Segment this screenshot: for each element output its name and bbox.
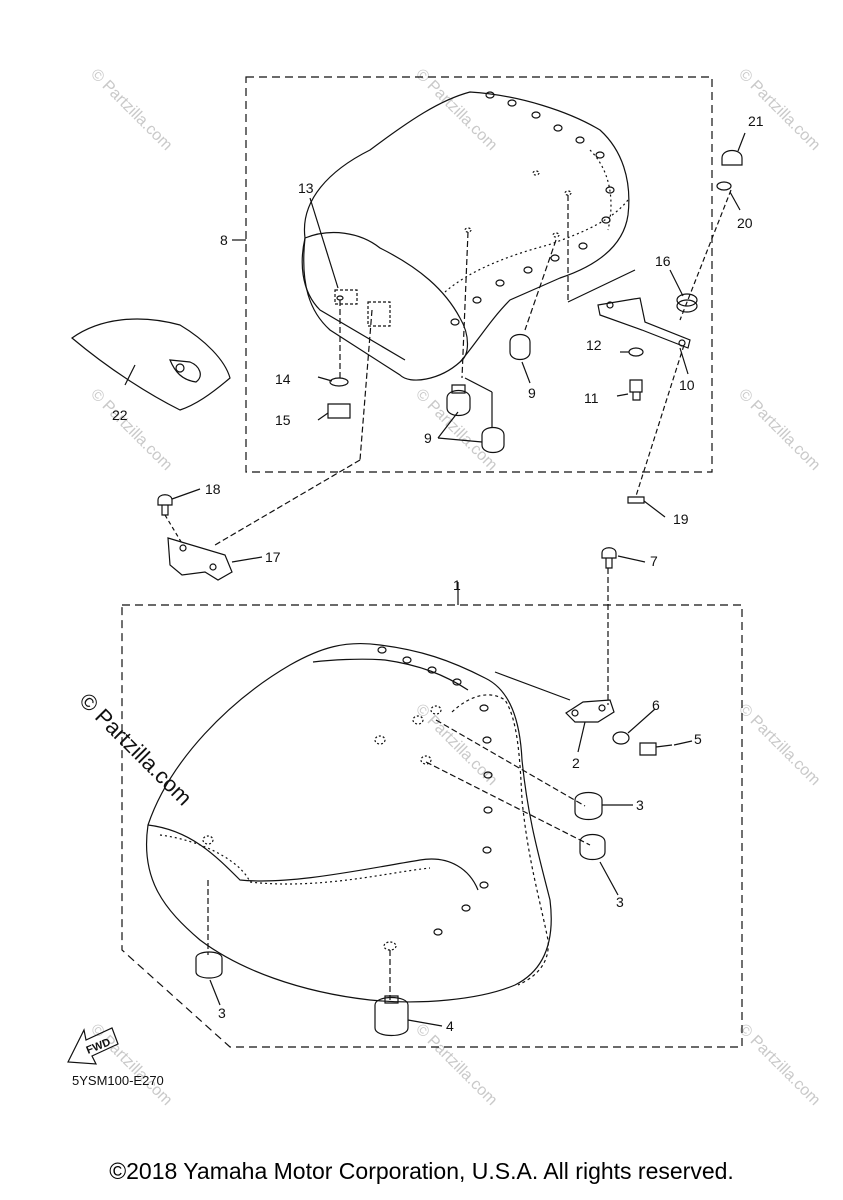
rear-seat-assembly-box <box>245 76 713 473</box>
front-seat-assembly-box <box>121 604 743 1048</box>
callout-4: 4 <box>446 1018 454 1034</box>
callout-3: 3 <box>636 797 644 813</box>
watermark: © Partzilla.com <box>735 1021 823 1109</box>
watermark: © Partzilla.com <box>735 386 823 474</box>
callout-1: 1 <box>453 577 461 593</box>
callout-leaders <box>124 132 746 1027</box>
callout-10: 10 <box>679 377 695 393</box>
watermark: © Partzilla.com <box>87 1021 175 1109</box>
seat-cover-22 <box>71 318 231 411</box>
callout-11: 11 <box>584 390 599 406</box>
front-seat-drawing <box>146 642 552 1003</box>
callout-6: 6 <box>652 697 660 713</box>
callout-9: 9 <box>424 430 432 446</box>
leader-lines-top <box>214 195 569 546</box>
bracket-17 <box>167 537 233 581</box>
watermark: © Partzilla.com <box>735 701 823 789</box>
watermark: © Partzilla.com <box>735 66 823 154</box>
callout-22: 22 <box>112 407 128 423</box>
bracket-2 <box>565 699 615 723</box>
bracket-10 <box>597 297 691 349</box>
rear-seat-drawing <box>301 91 630 381</box>
callout-17: 17 <box>265 549 281 565</box>
seat-rivets <box>450 91 615 326</box>
callout-12: 12 <box>586 337 602 353</box>
watermark: © Partzilla.com <box>412 1021 500 1109</box>
callout-14: 14 <box>275 371 291 387</box>
callout-7: 7 <box>650 553 658 569</box>
callout-labels: 1 2 3 3 3 4 5 6 7 8 9 9 10 11 12 13 14 1… <box>112 113 764 1034</box>
callout-9: 9 <box>528 385 536 401</box>
leader-lines-bottom <box>207 568 609 1000</box>
callout-13: 13 <box>298 180 314 196</box>
callout-16: 16 <box>655 253 671 269</box>
callout-15: 15 <box>275 412 291 428</box>
callout-3: 3 <box>616 894 624 910</box>
watermark: © Partzilla.com <box>412 66 500 154</box>
callout-3: 3 <box>218 1005 226 1021</box>
callout-8: 8 <box>220 232 228 248</box>
callout-2: 2 <box>572 755 580 771</box>
diagram-code: 5YSM100-E270 <box>72 1073 164 1088</box>
callout-20: 20 <box>737 215 753 231</box>
callout-21: 21 <box>748 113 764 129</box>
callout-18: 18 <box>205 481 221 497</box>
parts-diagram: © Partzilla.com © Partzilla.com © Partzi… <box>67 66 823 1109</box>
copyright-notice: ©2018 Yamaha Motor Corporation, U.S.A. A… <box>109 1158 734 1184</box>
watermark: © Partzilla.com <box>87 386 175 474</box>
callout-19: 19 <box>673 511 689 527</box>
partzilla-watermark: © Partzilla.com <box>74 688 197 811</box>
watermark: © Partzilla.com <box>87 66 175 154</box>
callout-5: 5 <box>694 731 702 747</box>
watermark: © Partzilla.com <box>412 701 500 789</box>
